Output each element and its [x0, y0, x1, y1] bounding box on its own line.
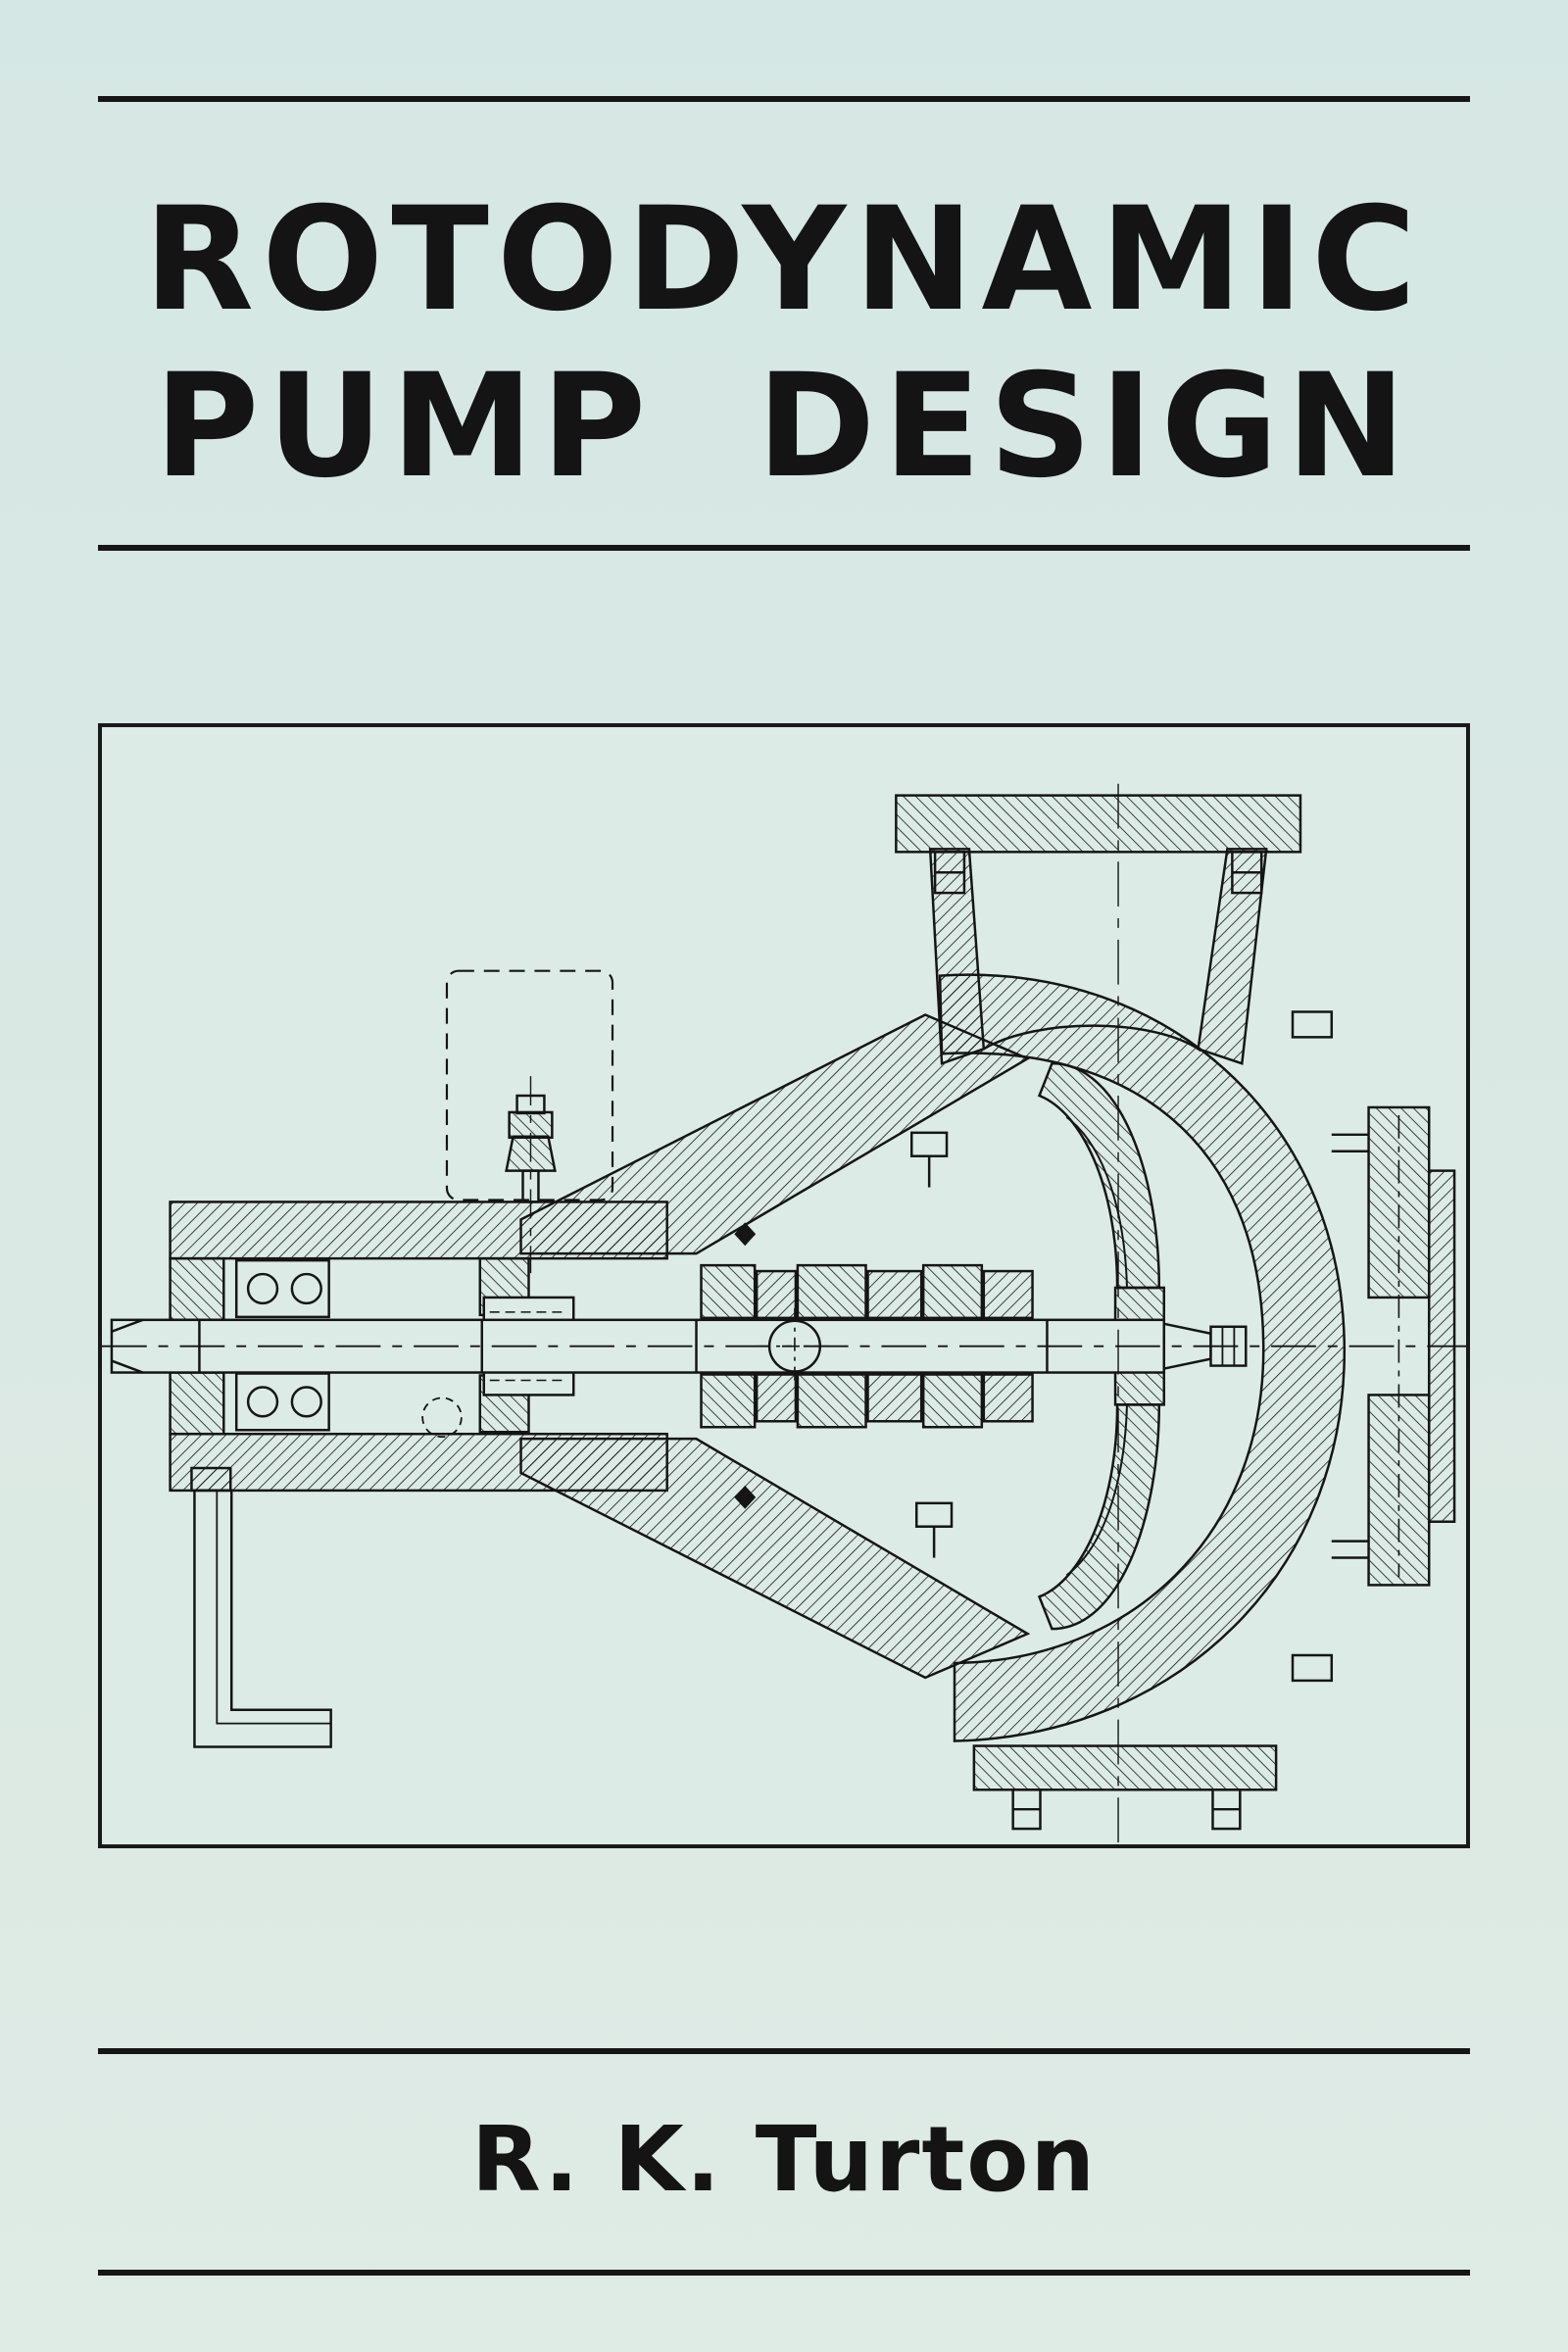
diagram-frame: [98, 723, 1470, 1848]
rule-top: [98, 96, 1470, 102]
volute-casing: [938, 973, 1346, 1742]
casing-cover: [519, 1013, 1031, 1680]
motor-outline: [445, 969, 614, 1201]
support-foot: [193, 1489, 332, 1748]
title-line-2: PUMP DESIGN: [154, 343, 1414, 510]
rule-under-title: [98, 545, 1470, 551]
title-line-1: ROTODYNAMIC: [143, 176, 1425, 343]
suction-flange: [1331, 1105, 1456, 1587]
rule-bottom: [98, 2270, 1470, 2276]
discharge-flange: [895, 794, 1302, 1065]
pump-cross-section-diagram: [102, 783, 1466, 1844]
bearing-housing: [169, 1200, 668, 1493]
author-name: R. K. Turton: [471, 2107, 1097, 2212]
centerlines: [102, 783, 1466, 1844]
stuffing-box-seal: [700, 1222, 1034, 1509]
rule-above-author: [98, 2048, 1470, 2054]
bottom-flange: [972, 1744, 1278, 1831]
